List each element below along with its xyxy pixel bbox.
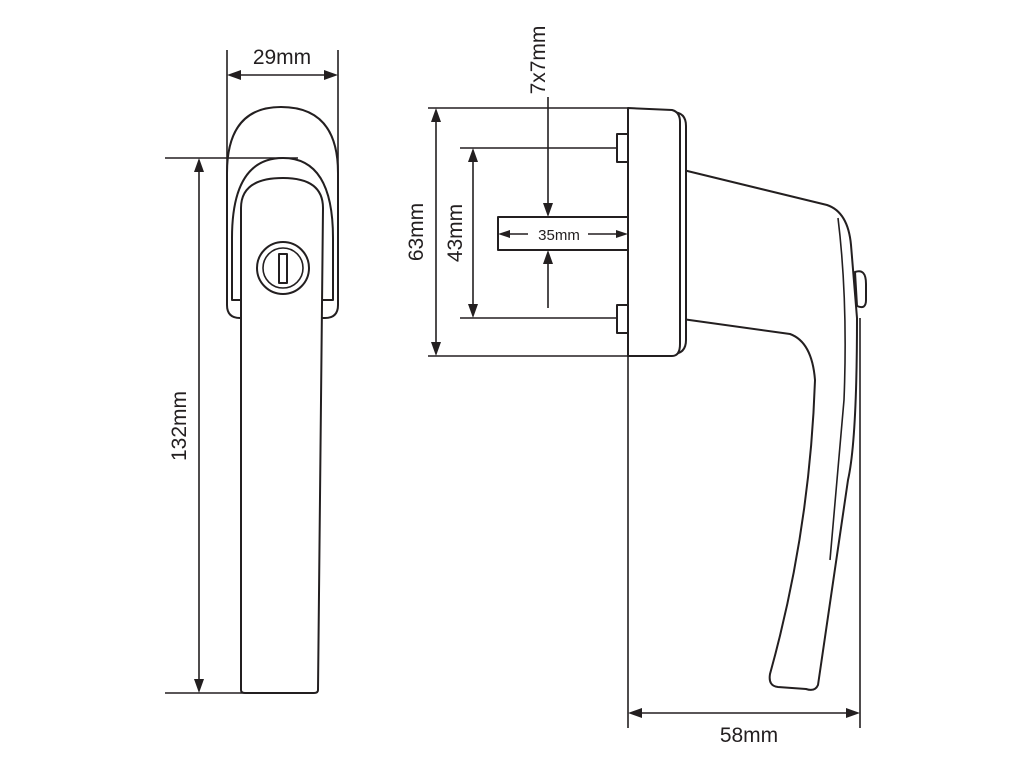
screw-head-bottom (616, 304, 629, 334)
dimension-base-height: 63mm (405, 108, 441, 356)
side-lever-edge (829, 217, 846, 561)
dimension-front-width: 29mm (226, 46, 339, 173)
side-extension-lines (428, 107, 861, 728)
side-view (497, 107, 867, 691)
lock-cylinder-ring (262, 247, 304, 289)
dimension-label-screw-spacing: 43mm (444, 204, 467, 262)
side-base-plate (627, 107, 681, 357)
dimension-label-front-width: 29mm (253, 46, 311, 69)
side-lever-button (854, 270, 867, 309)
key-slot (278, 253, 288, 284)
dimension-label-spindle-length: 35mm (538, 227, 580, 244)
dimension-label-base-height: 63mm (405, 203, 428, 261)
dimension-spindle-size: 7x7mm (527, 26, 553, 308)
dimension-projection: 58mm (628, 708, 860, 747)
dimension-front-height: 132mm (165, 157, 298, 694)
dimension-label-spindle-size: 7x7mm (527, 26, 550, 95)
dimension-label-front-height: 132mm (168, 391, 191, 461)
dimension-label-projection: 58mm (720, 724, 778, 747)
dimension-screw-spacing: 43mm (444, 148, 478, 318)
dimension-spindle-length: 35mm (498, 227, 628, 244)
side-lever (674, 167, 858, 691)
front-view (226, 106, 339, 694)
screw-head-top (616, 133, 629, 163)
